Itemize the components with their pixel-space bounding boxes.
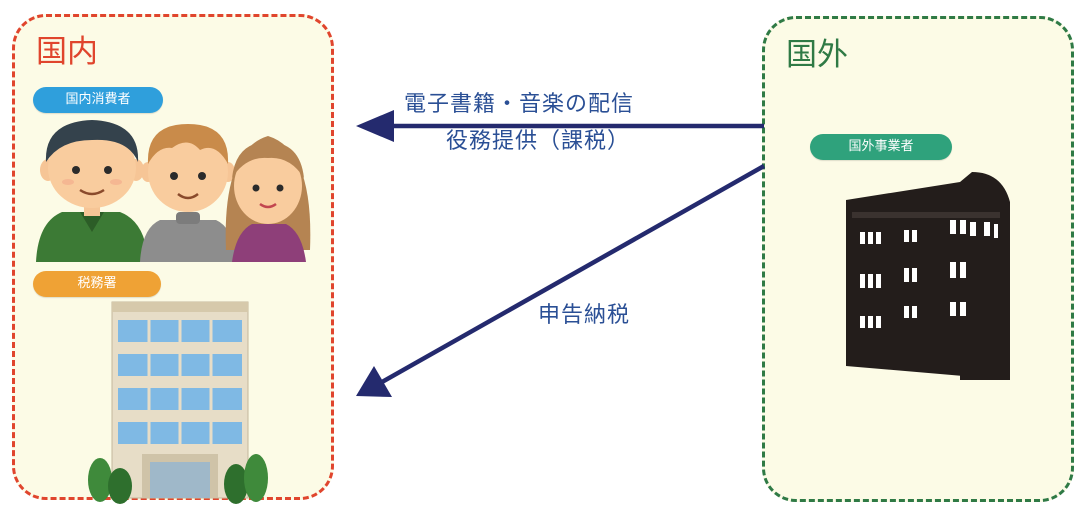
tax-office-badge: 税務署 [33, 271, 161, 297]
foreign-business-badge: 国外事業者 [810, 134, 952, 160]
consumer-woman-icon [225, 136, 311, 262]
foreign-building-icon [846, 172, 1010, 380]
domestic-consumers-badge: 国内消費者 [33, 87, 163, 113]
consumer-boy-icon [140, 124, 236, 262]
foreign-title: 国外 [786, 37, 848, 73]
service-label-line1: 電子書籍・音楽の配信 [404, 92, 635, 117]
service-label-line2: 役務提供（課税） [446, 129, 631, 154]
domestic-title: 国内 [36, 34, 98, 70]
service-arrow [356, 110, 764, 142]
tax-office-building-icon [88, 301, 268, 504]
filing-arrow [356, 164, 766, 397]
consumer-man-icon [36, 120, 148, 262]
filing-label: 申告納税 [538, 303, 631, 328]
